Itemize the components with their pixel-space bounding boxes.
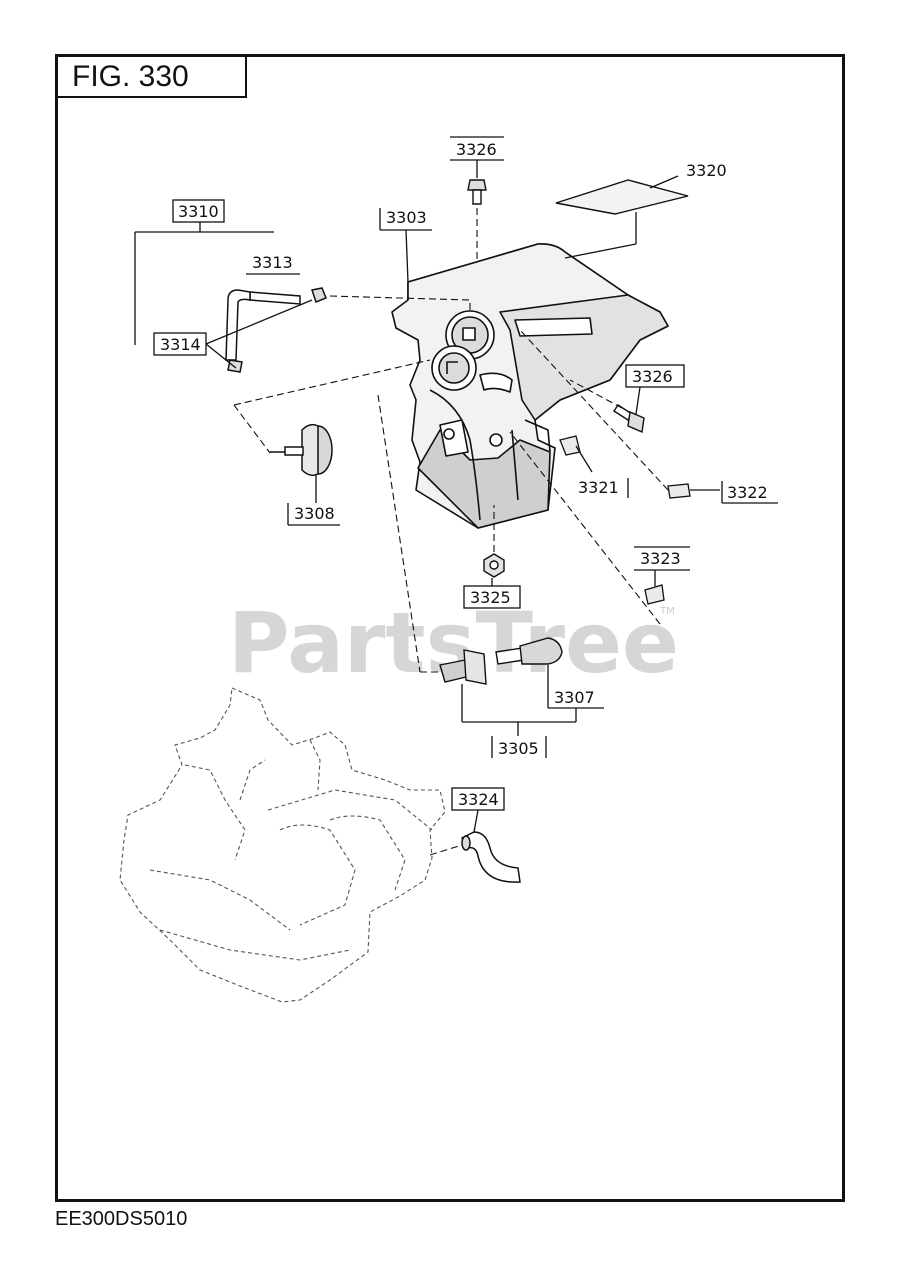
callout-3320: 3320 <box>686 161 727 180</box>
key-3307 <box>495 637 563 665</box>
callout-3307: 3307 <box>554 688 595 707</box>
vent-hose-3313 <box>225 287 327 373</box>
fuel-tank <box>391 243 669 529</box>
callout-3323: 3323 <box>640 549 681 568</box>
callout-3324: 3324 <box>458 790 499 809</box>
callout-3313: 3313 <box>252 253 293 272</box>
callout-3326-right: 3326 <box>632 367 673 386</box>
decal-3320 <box>555 179 689 215</box>
bolt-3326-right <box>613 404 645 434</box>
callout-3326-top: 3326 <box>456 140 497 159</box>
callout-3325: 3325 <box>470 588 511 607</box>
document-code: EE300DS5010 <box>55 1208 188 1230</box>
watermark-tm: TM <box>659 606 675 617</box>
callout-3322: 3322 <box>727 483 768 502</box>
part-3323 <box>644 584 665 605</box>
nut-3325 <box>483 553 505 578</box>
part-3321 <box>559 435 581 456</box>
switch-assembly-3305 <box>439 649 487 685</box>
bolt-3326-top <box>467 179 487 205</box>
engine-outline <box>119 687 446 1003</box>
diagram-frame <box>55 54 845 1202</box>
callout-3305: 3305 <box>498 739 539 758</box>
callout-3308: 3308 <box>294 504 335 523</box>
callout-3303: 3303 <box>386 208 427 227</box>
part-3322 <box>667 483 691 499</box>
figure-title: FIG. 330 <box>55 54 247 98</box>
callout-leaders <box>134 136 778 833</box>
callout-3321: 3321 <box>578 478 619 497</box>
fuel-cap-3308 <box>270 423 333 477</box>
hose-3324 <box>460 831 521 883</box>
callout-3314: 3314 <box>160 335 201 354</box>
assembly-lines <box>233 208 669 856</box>
callout-3310: 3310 <box>178 202 219 221</box>
